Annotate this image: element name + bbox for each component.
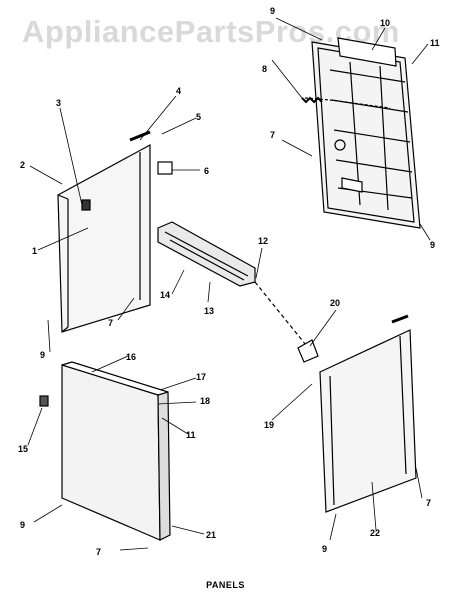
watermark: AppliancePartsPros.com [22, 14, 400, 49]
callout-5: 5 [196, 112, 201, 122]
callout-21: 21 [206, 530, 216, 540]
callout-8: 8 [262, 64, 267, 74]
callout-19: 19 [264, 420, 274, 430]
callout-7d: 7 [426, 498, 431, 508]
callout-15: 15 [18, 444, 28, 454]
callout-9b: 9 [270, 6, 275, 16]
callout-6: 6 [204, 166, 209, 176]
callout-9d: 9 [20, 520, 25, 530]
callout-17: 17 [196, 372, 206, 382]
back-panel [304, 37, 421, 229]
callout-3: 3 [56, 98, 61, 108]
callout-11b: 11 [186, 430, 196, 440]
callout-2: 2 [20, 160, 25, 170]
leader-lines [27, 17, 431, 551]
diagram-caption: PANELS [206, 580, 245, 590]
left-side-panel [57, 130, 151, 333]
callout-1: 1 [32, 246, 37, 256]
callout-9e: 9 [322, 544, 327, 554]
callout-13: 13 [204, 306, 214, 316]
center-rail [157, 221, 311, 351]
callout-4: 4 [176, 86, 181, 96]
callout-14: 14 [160, 290, 170, 300]
callout-10: 10 [380, 18, 390, 28]
callout-20: 20 [330, 298, 340, 308]
callout-11a: 11 [430, 38, 440, 48]
callout-9a: 9 [40, 350, 45, 360]
front-lower-panel [39, 361, 171, 541]
callout-18: 18 [200, 396, 210, 406]
callout-16: 16 [126, 352, 136, 362]
callout-7c: 7 [96, 547, 101, 557]
callout-12: 12 [258, 236, 268, 246]
callout-22: 22 [370, 528, 380, 538]
callout-7b: 7 [270, 130, 275, 140]
right-side-panel [297, 314, 417, 513]
bracket-part [157, 161, 173, 175]
callout-7a: 7 [108, 318, 113, 328]
spring-part [301, 96, 323, 104]
callout-9c: 9 [430, 240, 435, 250]
